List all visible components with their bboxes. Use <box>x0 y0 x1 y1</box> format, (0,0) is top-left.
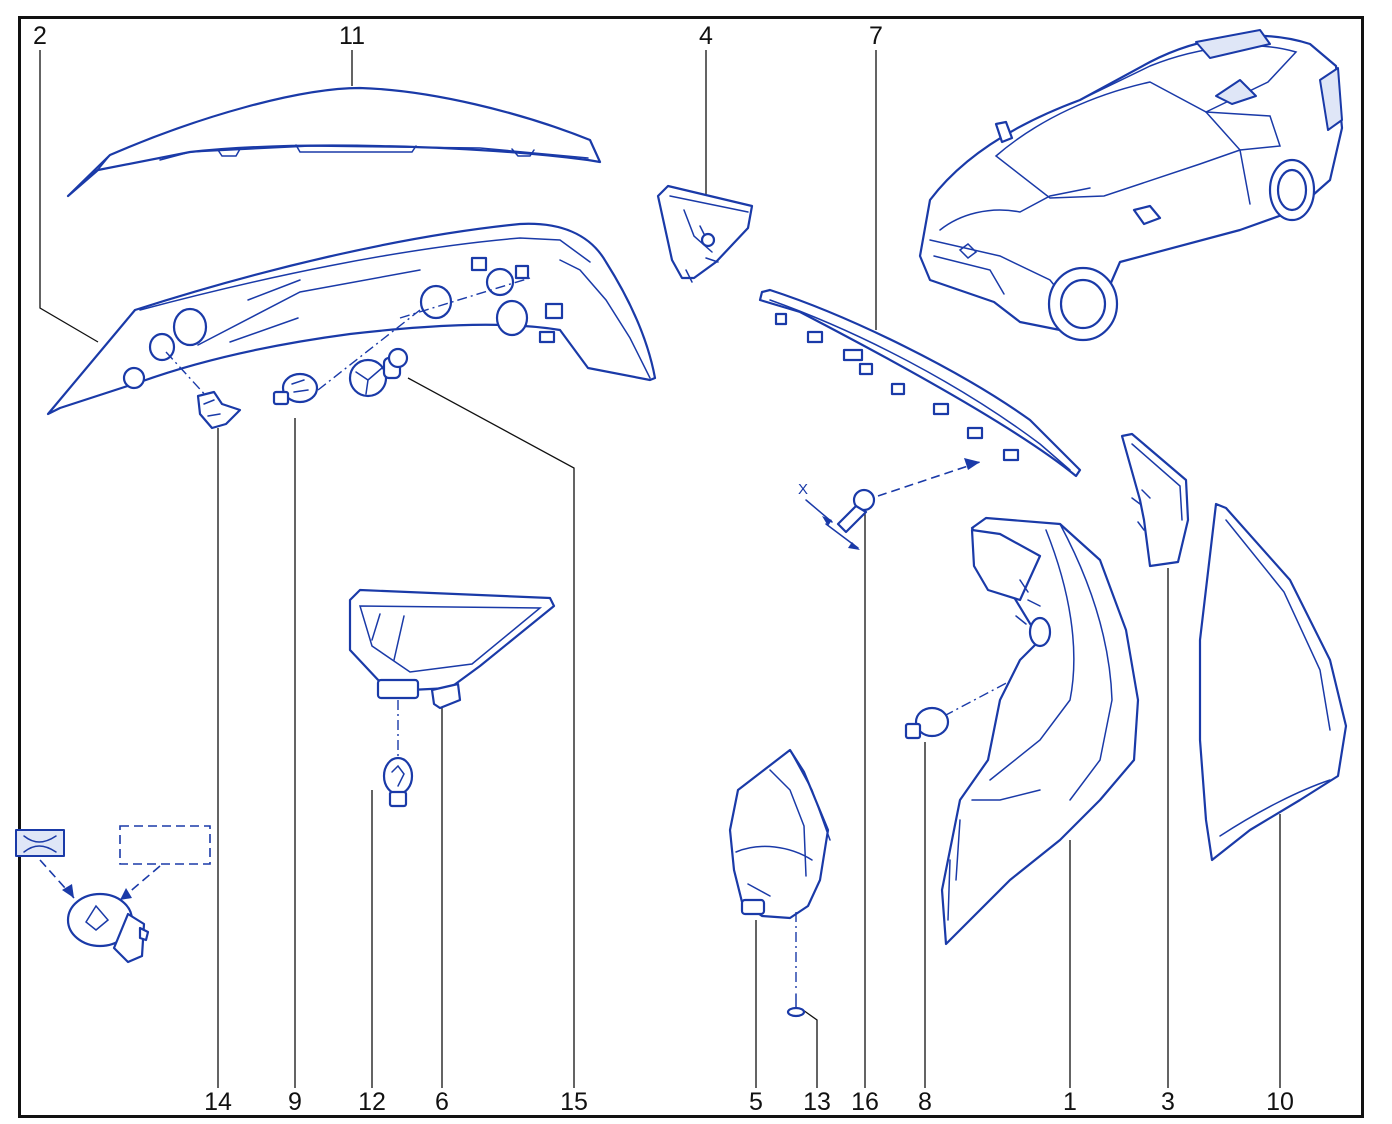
dimension-x-label: X <box>798 481 808 498</box>
label-part-9: 9 <box>288 1088 302 1116</box>
socket-a <box>172 307 208 347</box>
label-part-14: 14 <box>204 1088 232 1116</box>
part-8-bulb <box>904 659 1051 740</box>
label-part-7: 7 <box>869 22 883 50</box>
part-16-bulb: X <box>798 458 981 550</box>
part-10-lens <box>1198 502 1348 862</box>
car-overview <box>918 29 1344 342</box>
label-part-10: 10 <box>1266 1088 1294 1116</box>
part-2-housing <box>46 222 657 416</box>
label-part-13: 13 <box>803 1088 831 1116</box>
label-part-12: 12 <box>358 1088 386 1116</box>
leader-lines <box>39 50 1281 1088</box>
label-part-11: 11 <box>339 22 365 50</box>
label-solid <box>15 829 65 857</box>
part-15-holder <box>348 347 409 398</box>
part-14-clip-bulb <box>165 351 242 430</box>
part-6-indicator <box>348 588 556 760</box>
label-part-16: 16 <box>851 1088 879 1116</box>
socket-f <box>495 299 529 337</box>
part-4-reflector <box>656 184 754 283</box>
part-7-brake-light <box>758 288 1082 478</box>
label-part-8: 8 <box>918 1088 932 1116</box>
label-part-3: 3 <box>1161 1088 1175 1116</box>
leader-15 <box>407 377 575 1088</box>
label-part-1: 1 <box>1063 1088 1077 1116</box>
part-1-tail-lamp <box>940 516 1140 946</box>
socket-c <box>122 366 146 390</box>
part-3-reflector <box>1120 432 1190 568</box>
label-dashed <box>119 825 211 865</box>
part-11-spoiler <box>66 86 602 198</box>
part-12-bulb <box>382 756 414 808</box>
label-part-6: 6 <box>435 1088 449 1116</box>
spare-bulb <box>15 825 211 964</box>
label-part-2: 2 <box>33 22 47 50</box>
socket-e <box>485 267 515 297</box>
label-part-4: 4 <box>699 22 713 50</box>
label-part-5: 5 <box>749 1088 763 1116</box>
leader-13 <box>802 1009 818 1088</box>
leader-2 <box>39 50 99 343</box>
socket-d <box>419 284 453 320</box>
part-13-screw <box>786 993 806 1018</box>
label-part-15: 15 <box>560 1088 588 1116</box>
part-5-repeater <box>728 748 831 990</box>
part-9-bulb <box>272 309 421 406</box>
diagram-frame <box>18 16 1364 1118</box>
